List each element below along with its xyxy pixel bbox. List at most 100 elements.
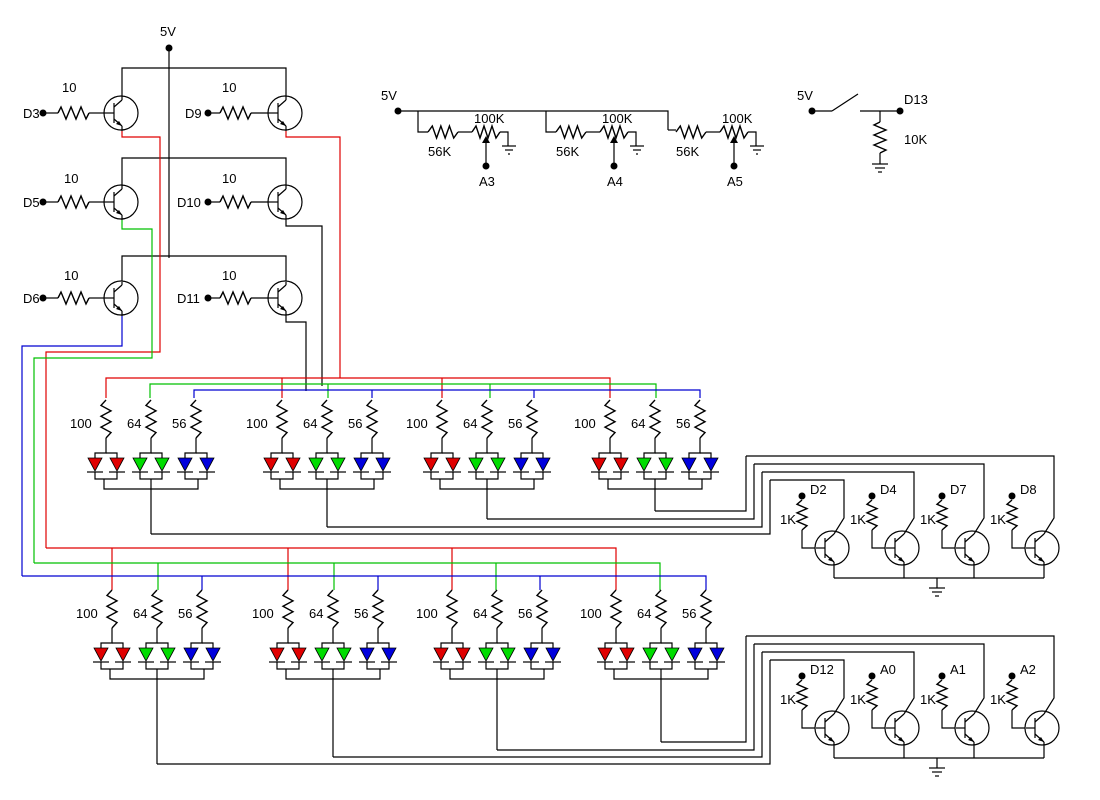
- led-triangle: [381, 647, 397, 662]
- resistor-zigzag: [320, 399, 334, 439]
- resistor-zigzag: [471, 123, 501, 141]
- ground-symbol: [929, 767, 945, 777]
- resistor-label-blue: 56: [508, 416, 522, 431]
- led-triangle: [445, 457, 461, 472]
- resistor-label-blue: 56: [172, 416, 186, 431]
- resistor-zigzag: [490, 589, 504, 629]
- pin-terminal: [798, 672, 806, 680]
- pin-label: D2: [810, 482, 827, 497]
- led-triangle: [154, 457, 170, 472]
- switch-input: 5V D13 10K: [797, 88, 928, 173]
- resistor-zigzag: [371, 589, 385, 629]
- pot-label: 100K: [602, 111, 633, 126]
- color-buses: [21, 131, 707, 590]
- led-triangle: [597, 647, 613, 662]
- green-rail-top: [149, 383, 657, 398]
- led-triangle: [160, 647, 176, 662]
- pin-terminal: [204, 109, 212, 117]
- led-triangle: [359, 647, 375, 662]
- driver-d9: D9 10: [185, 80, 303, 131]
- resistor-zigzag: [99, 399, 113, 439]
- driver-d5: D5 10: [23, 171, 139, 220]
- supply-branch-3: [121, 255, 287, 282]
- led-triangle: [205, 647, 221, 662]
- resistor-zigzag: [57, 290, 90, 306]
- pot-supply-terminal: [394, 107, 402, 115]
- resistor-zigzag: [603, 399, 617, 439]
- resistor-zigzag: [795, 679, 809, 711]
- resistor-zigzag: [195, 589, 209, 629]
- resistor-label: 1K: [920, 512, 936, 527]
- resistor-label: 1K: [920, 692, 936, 707]
- led-triangle: [490, 457, 506, 472]
- pin-terminal: [204, 294, 212, 302]
- switch-supply-label: 5V: [797, 88, 813, 103]
- resistor-zigzag: [427, 123, 459, 141]
- analog-terminal: [482, 162, 490, 170]
- led-triangle: [591, 457, 607, 472]
- blue-rail-bottom: [22, 575, 707, 590]
- pin-terminal: [868, 492, 876, 500]
- led-triangle: [535, 457, 551, 472]
- blue-bus-bottom: [21, 316, 123, 576]
- resistor-zigzag: [525, 399, 539, 439]
- pot-dividers: 5V: [381, 88, 676, 133]
- ground-symbol: [872, 163, 888, 173]
- resistor-zigzag: [57, 105, 90, 121]
- resistor-zigzag: [719, 123, 749, 141]
- resistor-label: 10: [64, 268, 78, 283]
- resistor-zigzag: [219, 194, 252, 210]
- led-triangle: [291, 647, 307, 662]
- led-triangle: [199, 457, 215, 472]
- led-triangle: [642, 647, 658, 662]
- pot-supply-wire: [401, 110, 669, 130]
- led-triangle: [183, 647, 199, 662]
- led-triangle: [423, 457, 439, 472]
- resistor-zigzag: [365, 399, 379, 439]
- resistor-label-red: 100: [406, 416, 428, 431]
- led-triangle: [664, 647, 680, 662]
- resistor-label-green: 64: [631, 416, 645, 431]
- led-triangle: [455, 647, 471, 662]
- npn-transistor: [267, 280, 303, 316]
- pin-label: D5: [23, 195, 40, 210]
- pin-terminal: [39, 294, 47, 302]
- pin-label: D8: [1020, 482, 1037, 497]
- resistor-label-green: 64: [463, 416, 477, 431]
- switch-lever[interactable]: [831, 93, 859, 112]
- analog-pin-label: A3: [479, 174, 495, 189]
- resistor-label-red: 100: [574, 416, 596, 431]
- npn-transistor: [103, 184, 139, 220]
- resistor-zigzag: [609, 589, 623, 629]
- resistor-zigzag: [693, 399, 707, 439]
- resistor-label: 10: [222, 171, 236, 186]
- resistor-zigzag: [57, 194, 90, 210]
- collector-wire: [762, 471, 915, 535]
- supply-branch-1: [121, 67, 287, 95]
- resistor-label-blue: 56: [354, 606, 368, 621]
- resistor-zigzag: [445, 589, 459, 629]
- red-bus-bottom: [45, 131, 161, 548]
- npn-transistor: [1024, 530, 1060, 566]
- led-triangle: [636, 457, 652, 472]
- npn-transistor: [884, 710, 920, 746]
- blue-rail-top: [193, 389, 701, 398]
- collector-wire: [770, 479, 845, 535]
- resistor-zigzag: [1005, 679, 1019, 711]
- red-bus-top-feed: [285, 131, 341, 378]
- led-triangle: [523, 647, 539, 662]
- pulldown-label: 10K: [904, 132, 927, 147]
- resistor-zigzag: [105, 589, 119, 629]
- pot-label: 100K: [722, 111, 753, 126]
- led-triangle: [545, 647, 561, 662]
- blue-bus-top-feed: [285, 316, 307, 391]
- led-triangle: [138, 647, 154, 662]
